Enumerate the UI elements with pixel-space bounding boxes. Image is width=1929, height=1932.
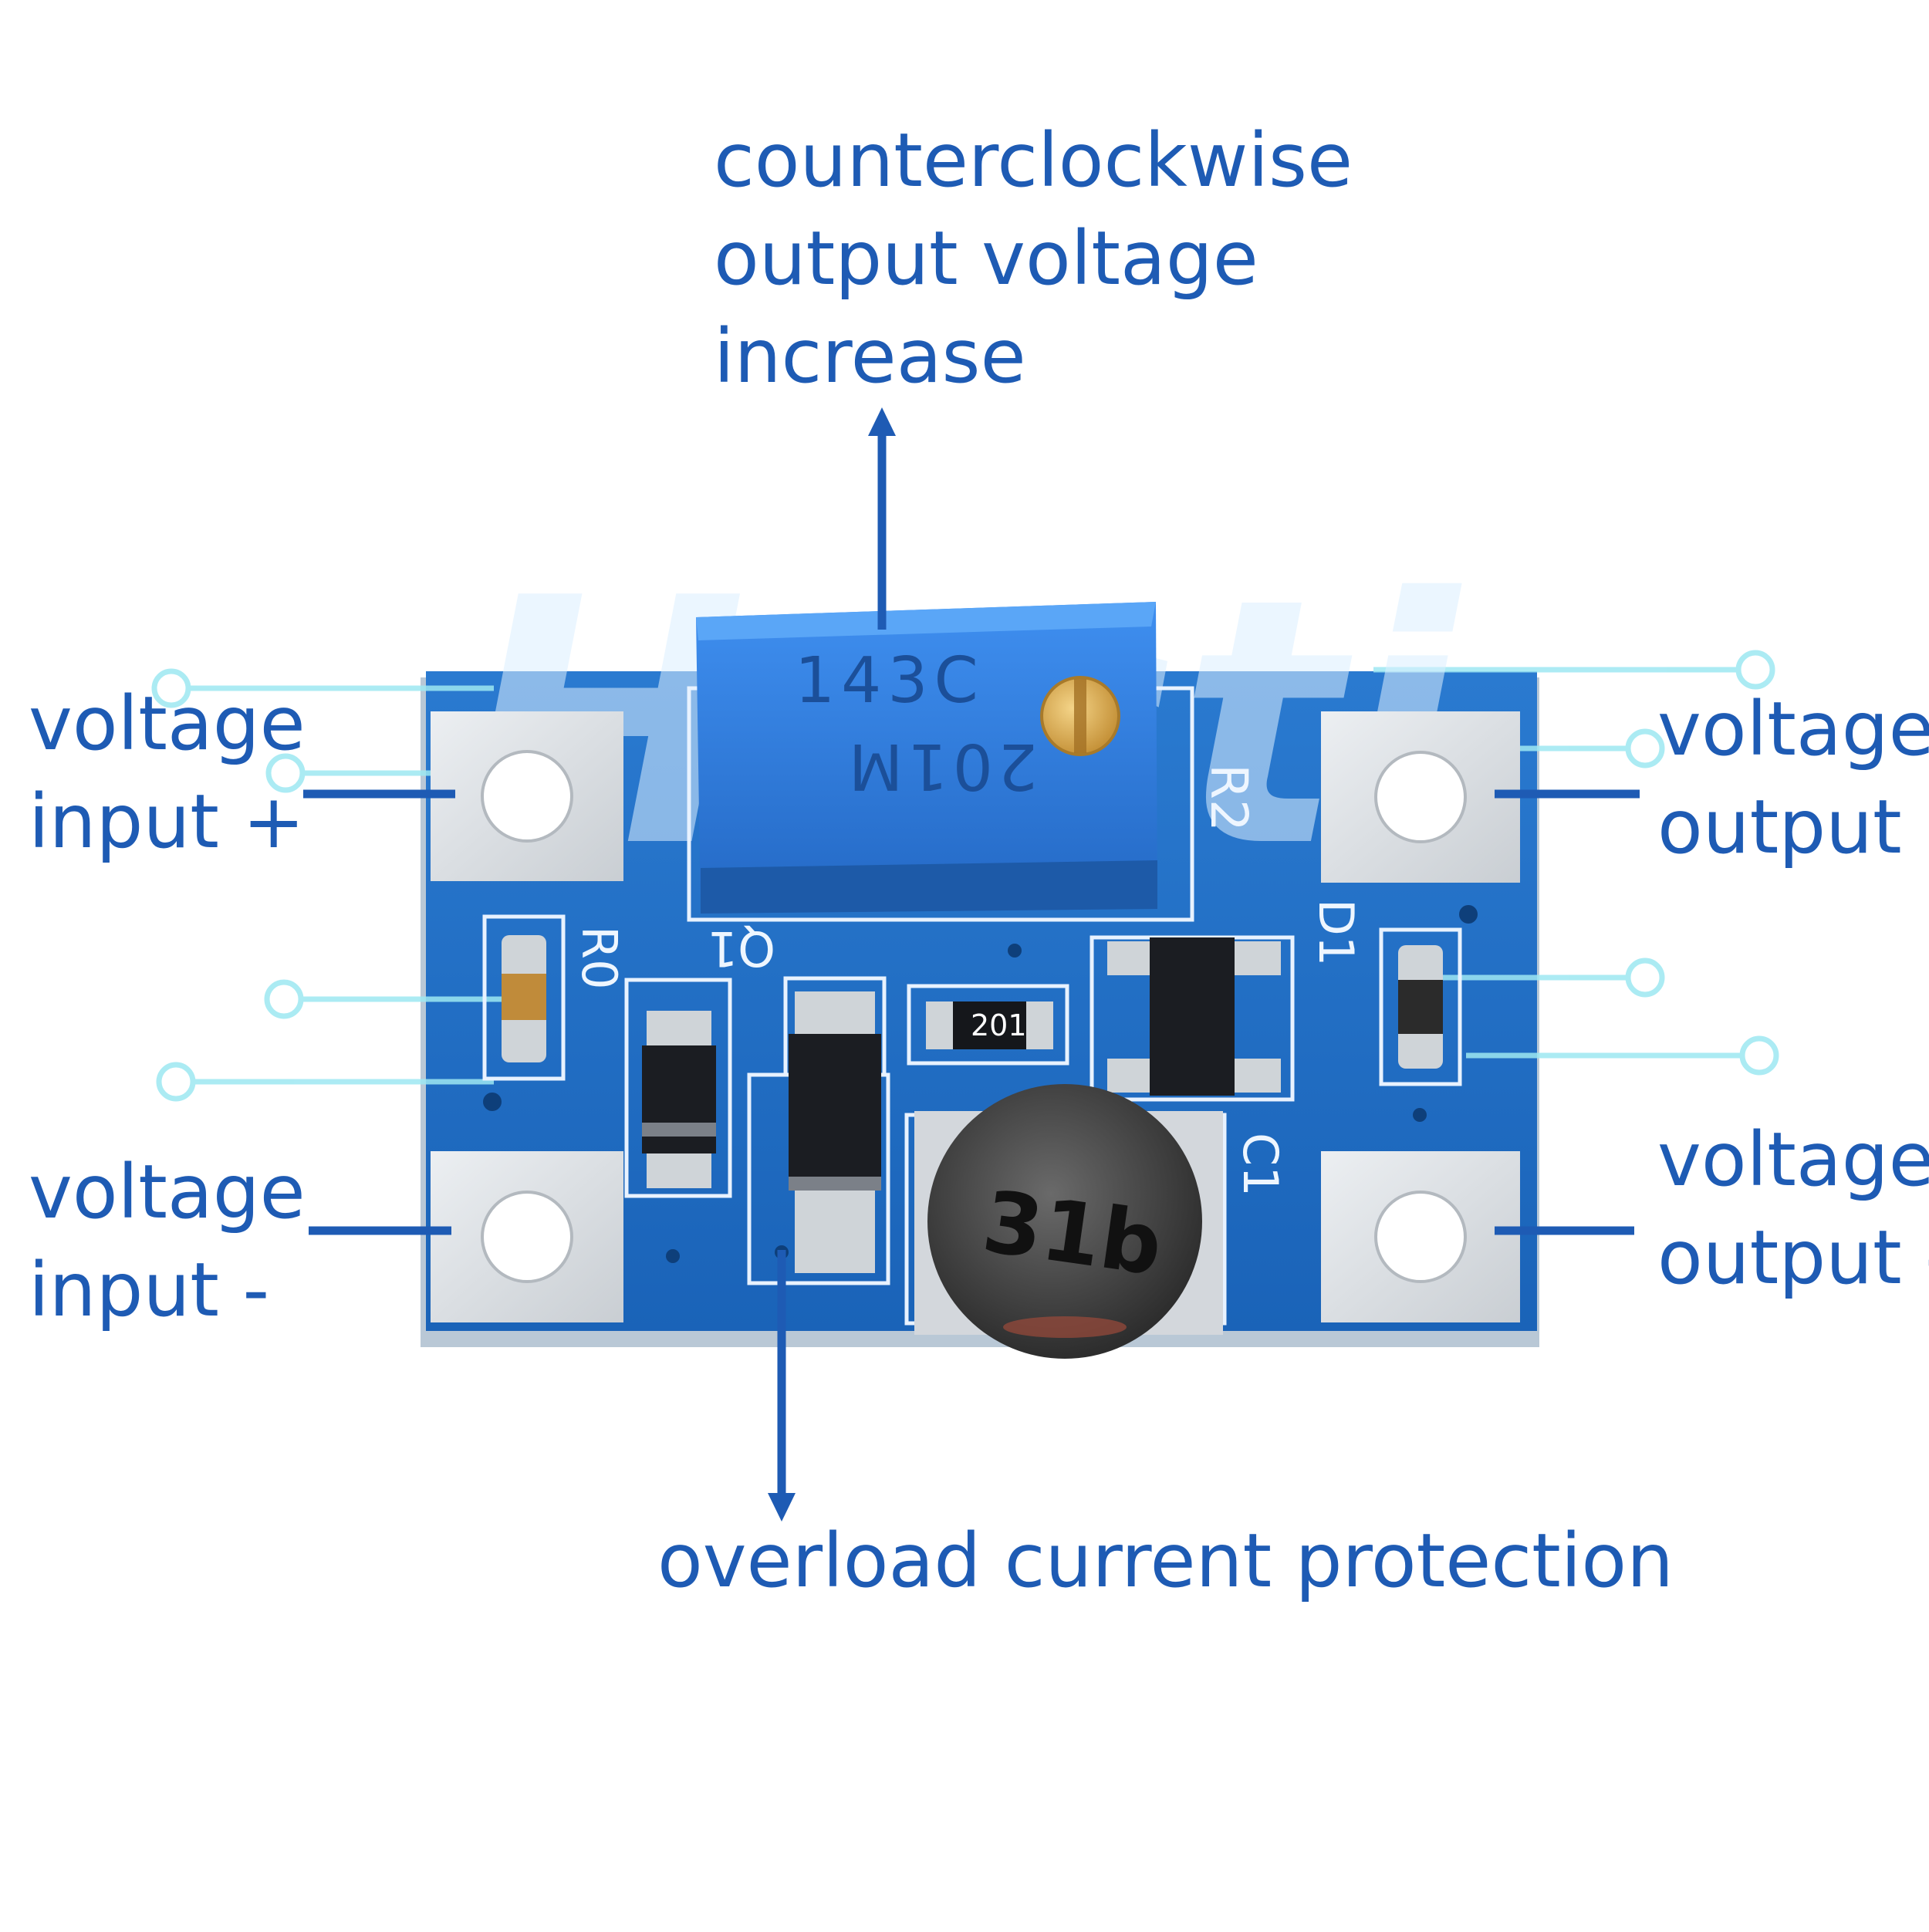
pad-vout-minus [1321, 1151, 1520, 1322]
designator-d1: D1 [1308, 899, 1364, 966]
label-line: voltage [29, 1149, 306, 1235]
label-line: voltage [1657, 1116, 1929, 1203]
resistor-code: 201 [971, 1008, 1027, 1042]
label-line: voltage [29, 681, 306, 767]
label-voltage-input-minus: voltage input - [29, 1143, 306, 1339]
label-line: counterclockwise [714, 117, 1353, 204]
component-d1 [1398, 945, 1443, 1069]
label-line: increase [714, 313, 1026, 400]
resistor-201: 201 [926, 1001, 1053, 1049]
inductor: 31b [914, 1084, 1223, 1359]
transistor-q1 [1107, 937, 1281, 1096]
inductor-code: 31b [977, 1172, 1167, 1295]
leader-lines [303, 428, 1640, 1497]
pad-vout-plus [1321, 711, 1520, 883]
label-voltage-output-plus: voltage output + [1657, 681, 1929, 876]
circuit-decoration [151, 650, 1779, 1102]
label-voltage-output-minus: voltage output - [1657, 1111, 1929, 1307]
label-line: overload current protection [657, 1518, 1674, 1604]
pad-vin-minus [431, 1151, 623, 1322]
label-line: output - [1657, 1214, 1929, 1301]
label-line: output + [1657, 784, 1929, 870]
label-overload-protection: overload current protection [657, 1512, 1674, 1610]
pad-vin-plus [431, 711, 623, 881]
pot-code-bottom: 201M [844, 729, 1038, 802]
designator-q1: Q1 [708, 920, 775, 977]
label-voltage-input-plus: voltage input + [29, 675, 306, 871]
resistor-r0 [502, 935, 546, 1062]
designator-r0: R0 [571, 926, 627, 990]
trim-potentiometer: 143C 201M [696, 602, 1157, 914]
diode-left [642, 1011, 716, 1188]
label-line: input + [29, 779, 305, 865]
designator-r2: R2 [1199, 764, 1258, 832]
designator-c1: C1 [1232, 1133, 1289, 1197]
pot-code-top: 143C [795, 644, 985, 718]
label-line: voltage [1657, 686, 1929, 772]
arrowhead-down [768, 1493, 796, 1522]
label-potentiometer: counterclockwise output voltage increase [714, 112, 1353, 406]
protection-diode [789, 991, 881, 1273]
label-line: output voltage [714, 215, 1258, 302]
label-line: input - [29, 1247, 270, 1333]
arrowhead-up [868, 407, 896, 436]
